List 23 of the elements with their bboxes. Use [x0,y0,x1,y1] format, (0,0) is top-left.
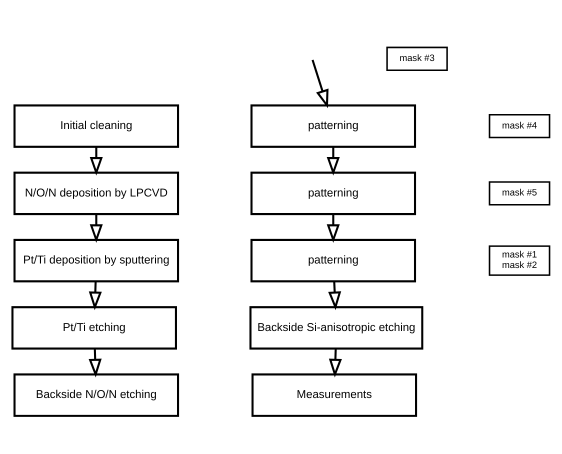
node-box: Measurements [252,373,418,417]
arrow [90,147,103,176]
node-box: patterning [250,104,416,148]
arrow [326,214,340,243]
arrow [328,282,342,310]
arrow [88,348,102,378]
node-box: Initial cleaning [14,104,180,148]
node-box: N/O/N deposition by LPCVD [14,172,180,216]
node-box: mask #5 [488,181,550,206]
arrow [326,147,340,176]
node-box: mask #3 [386,46,448,71]
node-box: Pt/Ti deposition by sputtering [14,238,180,282]
arrow [328,348,342,378]
node-box: Backside N/O/N etching [14,373,180,417]
arrow [90,214,103,243]
arrow [312,60,329,108]
node-box: patterning [250,172,416,216]
node-box: Backside Si-anisotropic etching [249,306,424,350]
node-box: patterning [250,238,416,282]
node-box: mask #4 [488,114,550,138]
arrow [88,282,102,310]
node-box: mask #1 mask #2 [488,245,550,276]
node-box: Pt/Ti etching [11,306,177,350]
